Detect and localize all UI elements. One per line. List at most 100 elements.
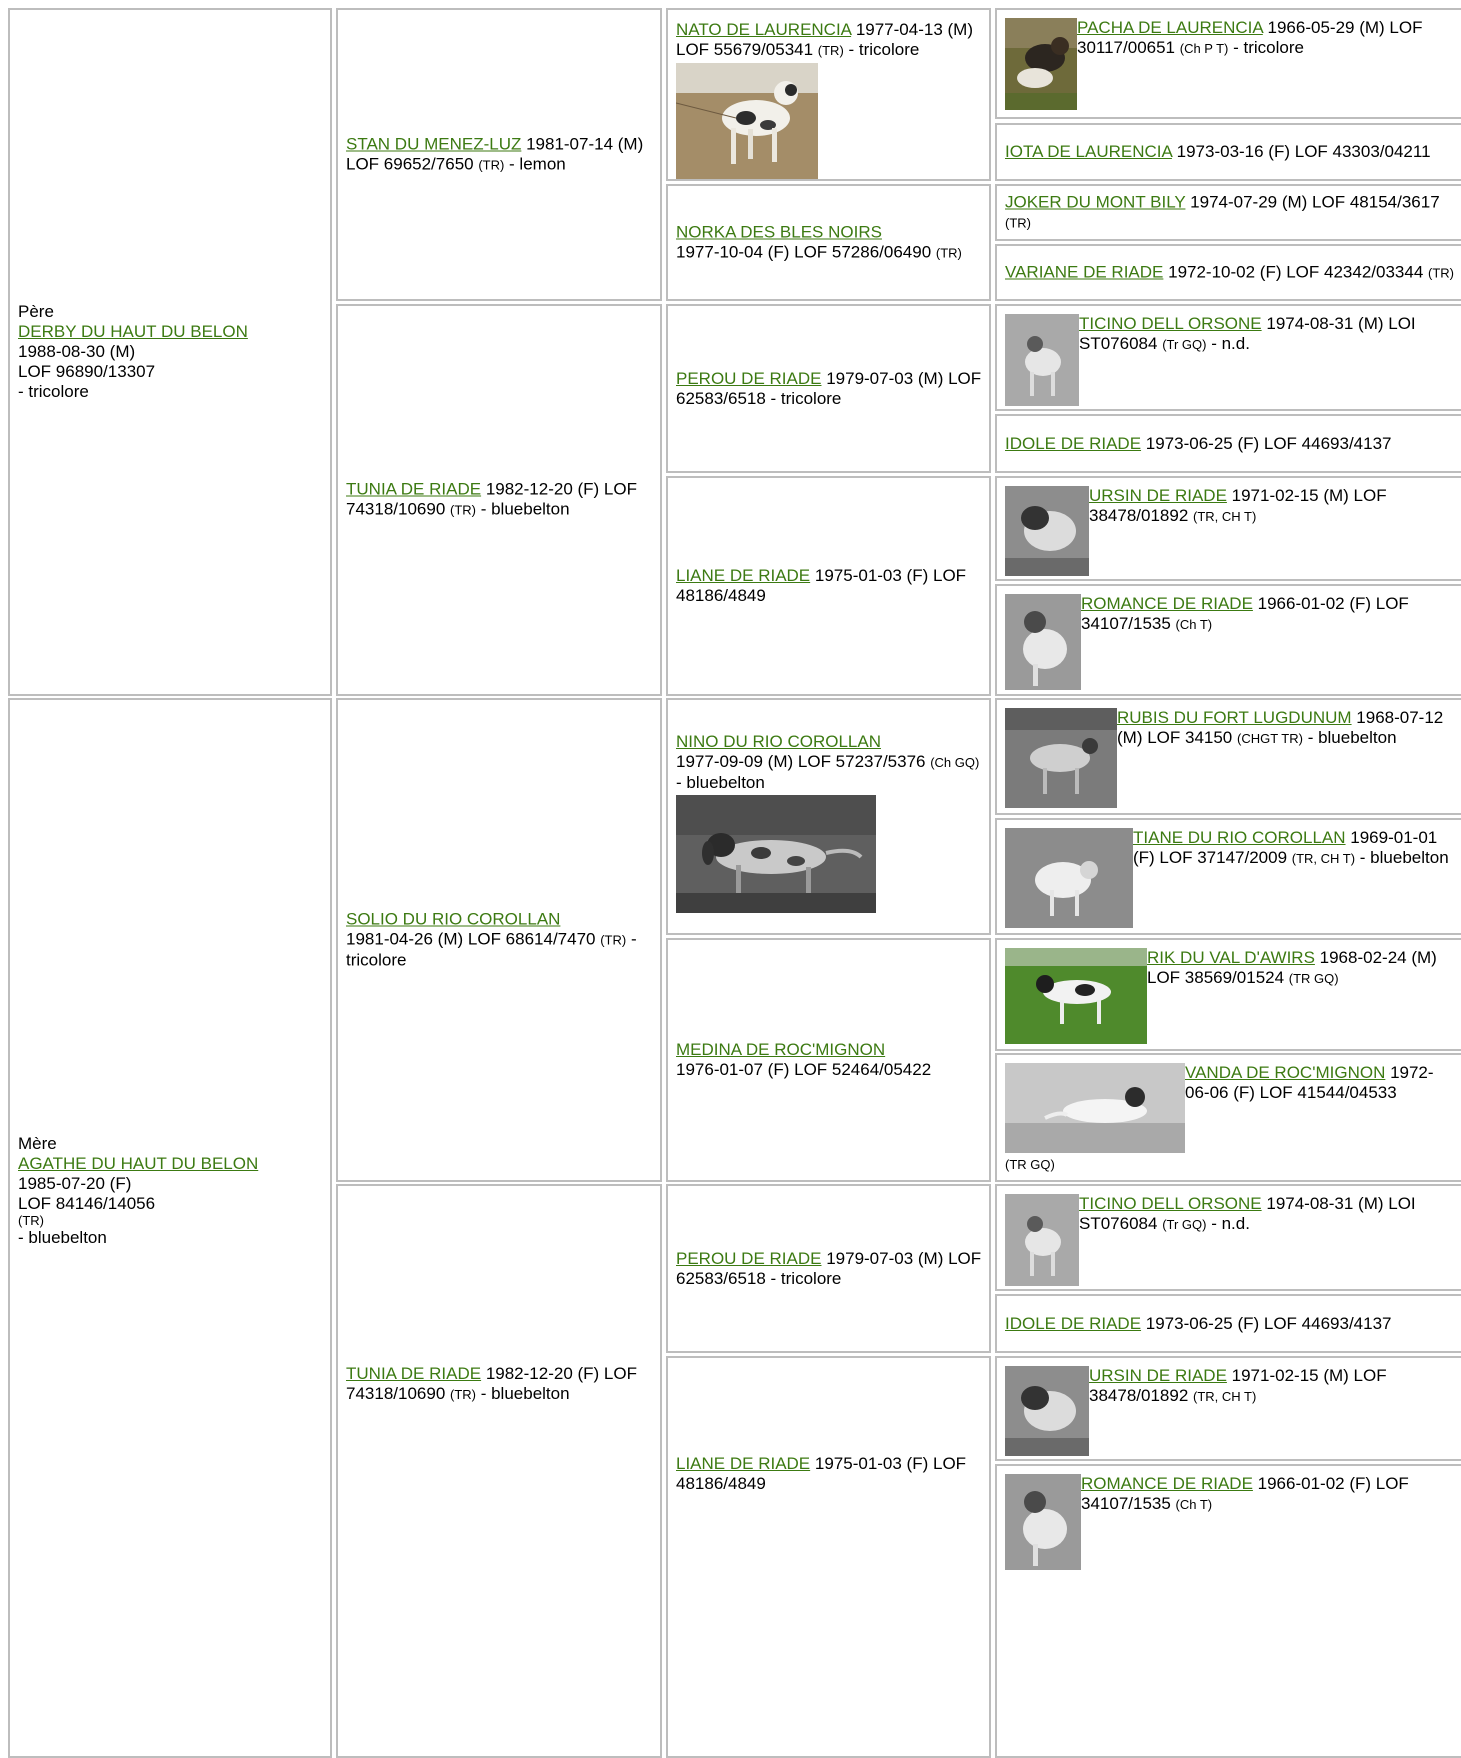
gen2-name-link[interactable]: SOLIO DU RIO COROLLAN xyxy=(346,909,561,929)
dam-birth: 1985-07-20 (F) xyxy=(18,1174,132,1193)
gen4-details: 1971-02-15 (M) LOF 38478/01892 xyxy=(1089,1366,1387,1405)
sire-birth: 1988-08-30 (M) xyxy=(18,342,136,361)
gen4-name-link[interactable]: TICINO DELL ORSONE xyxy=(1079,314,1262,333)
gen4-name-link[interactable]: JOKER DU MONT BILY xyxy=(1005,192,1186,211)
gen4-name-link[interactable]: URSIN DE RIADE xyxy=(1089,1366,1227,1385)
gen3-cell: NINO DU RIO COROLLAN 1977-09-09 (M) LOF … xyxy=(666,698,991,935)
gen4-color: - bluebelton xyxy=(1302,728,1397,747)
gen2-details: 1981-07-14 (M) LOF 69652/7650 xyxy=(346,134,644,173)
gen3-name-link[interactable]: PEROU DE RIADE xyxy=(676,1248,822,1268)
gen4-details: 1969-01-01 (F) LOF 37147/2009 xyxy=(1133,828,1438,867)
gen3-name-link[interactable]: MEDINA DE ROC'MIGNON xyxy=(676,1040,886,1059)
gen4-details: 1966-05-29 (M) LOF 30117/00651 xyxy=(1077,18,1423,57)
gen3-details: 1975-01-03 (F) LOF 48186/4849 xyxy=(676,1454,967,1493)
dog-photo xyxy=(1005,708,1117,808)
gen2-cell: TUNIA DE RIADE 1982-12-20 (F) LOF 74318/… xyxy=(336,304,662,696)
gen4-name-link[interactable]: ROMANCE DE RIADE xyxy=(1081,594,1253,613)
gen3-details: 1979-07-03 (M) LOF 62583/6518 - tricolor… xyxy=(676,368,982,408)
gen4-name-link[interactable]: VANDA DE ROC'MIGNON xyxy=(1185,1063,1386,1082)
dam-lof: LOF 84146/14056 xyxy=(18,1194,156,1213)
dam-name-link[interactable]: AGATHE DU HAUT DU BELON xyxy=(18,1154,259,1173)
dog-photo xyxy=(1005,828,1133,928)
dog-photo xyxy=(1005,486,1089,576)
gen4-name-link[interactable]: TICINO DELL ORSONE xyxy=(1079,1194,1262,1213)
gen4-details: 1968-02-24 (M) LOF 38569/01524 xyxy=(1147,948,1437,987)
gen3-details: 1979-07-03 (M) LOF 62583/6518 - tricolor… xyxy=(676,1248,982,1288)
pointer-dog-photo xyxy=(676,63,818,179)
gen4-cell: URSIN DE RIADE 1971-02-15 (M) LOF 38478/… xyxy=(995,1356,1461,1461)
gen2-cell: TUNIA DE RIADE 1982-12-20 (F) LOF 74318/… xyxy=(336,1184,662,1758)
gen3-details: 1975-01-03 (F) LOF 48186/4849 xyxy=(676,566,967,605)
gen4-cell: TIANE DU RIO COROLLAN 1969-01-01 (F) LOF… xyxy=(995,818,1461,935)
gen2-color: - bluebelton xyxy=(476,1384,570,1403)
gen2-details: 1982-12-20 (F) LOF 74318/10690 xyxy=(346,1364,637,1403)
gen4-name-link[interactable]: IDOLE DE RIADE xyxy=(1005,433,1142,453)
gen3-name-link[interactable]: NINO DU RIO COROLLAN xyxy=(676,732,881,751)
gen4-cell: ROMANCE DE RIADE 1966-01-02 (F) LOF 3410… xyxy=(995,584,1461,696)
gen4-details: 1973-03-16 (F) LOF 43303/04211 xyxy=(1171,142,1431,161)
gen4-name-link[interactable]: PACHA DE LAURENCIA xyxy=(1077,18,1263,37)
sire-name-link[interactable]: DERBY DU HAUT DU BELON xyxy=(18,322,248,341)
gen4-cell: VARIANE DE RIADE 1972-10-02 (F) LOF 4234… xyxy=(995,244,1461,301)
gen4-name-link[interactable]: ROMANCE DE RIADE xyxy=(1081,1474,1253,1493)
gen4-details: 1973-06-25 (F) LOF 44693/4137 xyxy=(1141,1313,1392,1333)
gen4-color: - bluebelton xyxy=(1355,848,1449,867)
gen4-color: - tricolore xyxy=(1228,38,1304,57)
gen3-name-link[interactable]: NORKA DES BLES NOIRS xyxy=(676,222,882,241)
gen4-cell: TICINO DELL ORSONE 1974-08-31 (M) LOI ST… xyxy=(995,1184,1461,1291)
gen4-note: (Ch T) xyxy=(1175,1497,1213,1512)
gen2-name-link[interactable]: TUNIA DE RIADE xyxy=(346,479,482,499)
gen3-details: 1977-04-13 (M) LOF 55679/05341 xyxy=(676,20,973,59)
gen4-note: (TR) xyxy=(1005,215,1031,230)
gen3-details: 1977-09-09 (M) LOF 57237/5376 xyxy=(676,752,931,771)
dog-photo xyxy=(1005,1194,1079,1286)
gen4-name-link[interactable]: RIK DU VAL D'AWIRS xyxy=(1147,948,1315,967)
gen4-note: (TR, CH T) xyxy=(1193,509,1257,524)
gen4-note: (Tr GQ) xyxy=(1162,1217,1207,1232)
gen4-cell: TICINO DELL ORSONE 1974-08-31 (M) LOI ST… xyxy=(995,304,1461,411)
gen2-cell: SOLIO DU RIO COROLLAN 1981-04-26 (M) LOF… xyxy=(336,698,662,1182)
gen3-details: 1977-10-04 (F) LOF 57286/06490 xyxy=(676,242,936,261)
gen3-name-link[interactable]: PEROU DE RIADE xyxy=(676,368,822,388)
gen2-name-link[interactable]: STAN DU MENEZ-LUZ xyxy=(346,134,522,153)
gen4-name-link[interactable]: IDOLE DE RIADE xyxy=(1005,1313,1142,1333)
gen4-name-link[interactable]: TIANE DU RIO COROLLAN xyxy=(1133,828,1346,847)
gen2-color: - lemon xyxy=(504,154,566,173)
gen3-name-link[interactable]: LIANE DE RIADE xyxy=(676,1454,811,1473)
gen3-name-link[interactable]: LIANE DE RIADE xyxy=(676,566,811,585)
dog-photo xyxy=(1005,1063,1185,1153)
gen4-note: (TR, CH T) xyxy=(1291,851,1356,866)
gen4-details: 1971-02-15 (M) LOF 38478/01892 xyxy=(1089,486,1387,525)
gen4-name-link[interactable]: RUBIS DU FORT LUGDUNUM xyxy=(1117,708,1352,727)
dam-role-label: Mère xyxy=(18,1134,57,1153)
gen2-details: 1982-12-20 (F) LOF 74318/10690 xyxy=(346,479,637,519)
gen4-color: - n.d. xyxy=(1206,1214,1250,1233)
gen4-note: (TR, CH T) xyxy=(1193,1389,1257,1404)
gen4-cell: URSIN DE RIADE 1971-02-15 (M) LOF 38478/… xyxy=(995,476,1461,581)
gen4-note: (TR) xyxy=(1428,265,1455,280)
gen4-details: 1972-06-06 (F) LOF 41544/04533 xyxy=(1185,1063,1434,1102)
dam-color: - bluebelton xyxy=(18,1228,107,1247)
gen3-cell: MEDINA DE ROC'MIGNON 1976-01-07 (F) LOF … xyxy=(666,938,991,1182)
gen4-note: (Ch P T) xyxy=(1179,41,1229,56)
gen4-name-link[interactable]: VARIANE DE RIADE xyxy=(1005,262,1164,281)
gen4-details: 1966-01-02 (F) LOF 34107/1535 xyxy=(1081,1474,1409,1513)
gen4-name-link[interactable]: URSIN DE RIADE xyxy=(1089,486,1227,505)
dog-photo xyxy=(1005,948,1147,1044)
gen3-cell: LIANE DE RIADE 1975-01-03 (F) LOF 48186/… xyxy=(666,1356,991,1758)
sire-role-label: Père xyxy=(18,302,54,321)
gen2-name-link[interactable]: TUNIA DE RIADE xyxy=(346,1364,482,1383)
dog-photo xyxy=(1005,1474,1081,1570)
gen3-name-link[interactable]: NATO DE LAURENCIA xyxy=(676,20,852,39)
gen2-note: (TR) xyxy=(450,502,476,518)
gen2-note: (TR) xyxy=(478,157,505,172)
gen3-color: - tricolore xyxy=(843,40,920,59)
setter-dog-photo xyxy=(676,795,876,913)
gen4-details: 1974-08-31 (M) LOI ST076084 xyxy=(1079,314,1416,353)
gen4-details: 1974-08-31 (M) LOI ST076084 xyxy=(1079,1194,1416,1233)
gen4-cell: JOKER DU MONT BILY 1974-07-29 (M) LOF 48… xyxy=(995,184,1461,241)
gen4-name-link[interactable]: IOTA DE LAURENCIA xyxy=(1005,142,1172,161)
sire-color: - tricolore xyxy=(18,382,89,401)
gen2-note: (TR) xyxy=(450,1387,476,1402)
gen3-color: - bluebelton xyxy=(676,773,765,792)
